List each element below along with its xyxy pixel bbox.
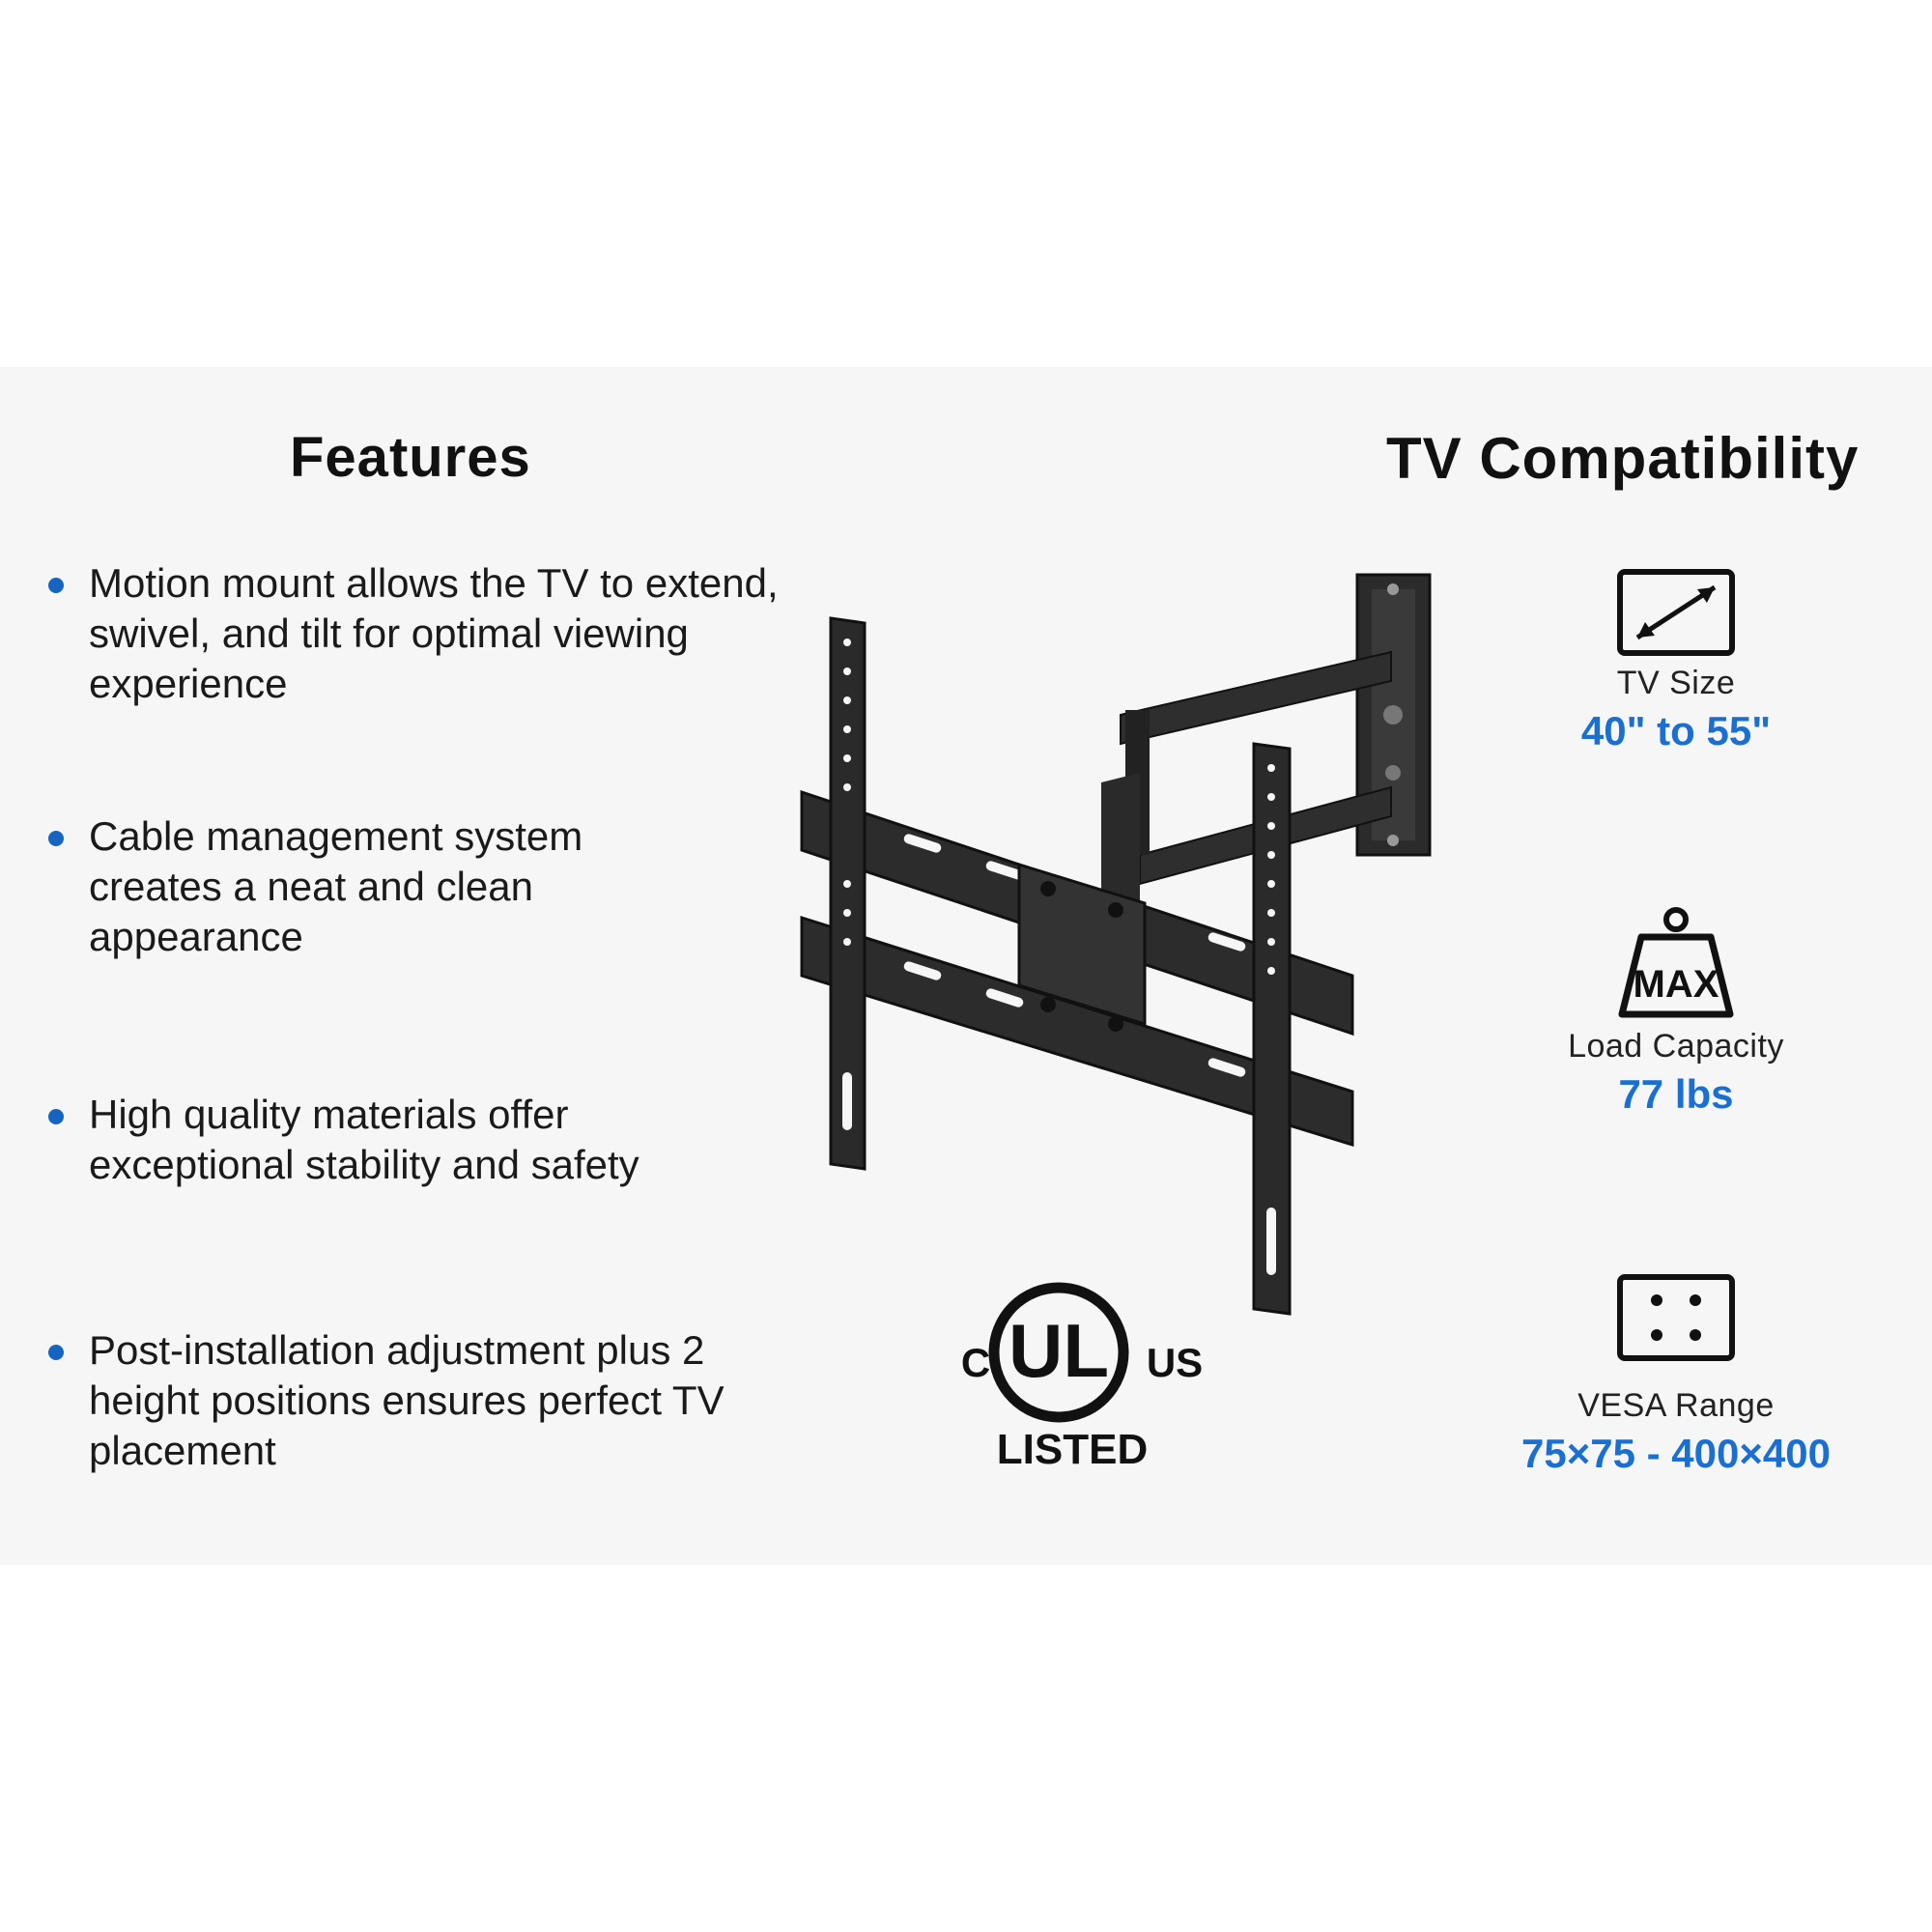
max-weight-icon: MAX xyxy=(1618,907,1734,1018)
bullet-icon xyxy=(48,578,64,593)
feature-text: Post-installation adjustment plus 2 heig… xyxy=(89,1327,724,1473)
feature-text: Motion mount allows the TV to extend, sw… xyxy=(89,560,779,706)
content-panel xyxy=(0,367,1932,1565)
feature-item: Motion mount allows the TV to extend, sw… xyxy=(48,558,802,709)
bullet-icon xyxy=(48,1345,64,1360)
spec-label: Load Capacity xyxy=(1568,1028,1784,1065)
feature-text: Cable management system creates a neat a… xyxy=(89,813,583,959)
feature-item: High quality materials offer exceptional… xyxy=(48,1090,744,1190)
feature-item: Post-installation adjustment plus 2 heig… xyxy=(48,1325,802,1476)
spec-label: VESA Range xyxy=(1577,1387,1775,1424)
spec-load-capacity: MAX Load Capacity 77 lbs xyxy=(1517,906,1835,1118)
vesa-pattern-icon xyxy=(1617,1274,1735,1361)
spec-value: 75×75 - 400×400 xyxy=(1521,1431,1831,1476)
bullet-icon xyxy=(48,831,64,846)
spec-vesa-range: VESA Range 75×75 - 400×400 xyxy=(1488,1273,1864,1477)
ul-c-text: C xyxy=(961,1340,990,1385)
ul-us-text: US xyxy=(1147,1340,1203,1385)
tv-compatibility-heading: TV Compatibility xyxy=(1386,426,1860,491)
tv-wall-mount-image xyxy=(800,573,1432,1316)
features-heading: Features xyxy=(290,426,531,489)
ul-listed-text: LISTED xyxy=(997,1426,1148,1473)
spec-value: 77 lbs xyxy=(1618,1071,1734,1117)
ul-mark-text: UL xyxy=(1009,1308,1109,1393)
spec-label: TV Size xyxy=(1616,665,1736,701)
max-icon-text: MAX xyxy=(1634,963,1719,1006)
spec-value: 40" to 55" xyxy=(1580,708,1772,753)
feature-item: Cable management system creates a neat a… xyxy=(48,811,667,962)
bullet-icon xyxy=(48,1109,64,1124)
spec-tv-size: TV Size 40" to 55" xyxy=(1517,568,1835,754)
tv-size-icon xyxy=(1617,569,1735,656)
feature-text: High quality materials offer exceptional… xyxy=(89,1092,639,1187)
ul-listed-logo: UL C US LISTED xyxy=(961,1282,1203,1473)
